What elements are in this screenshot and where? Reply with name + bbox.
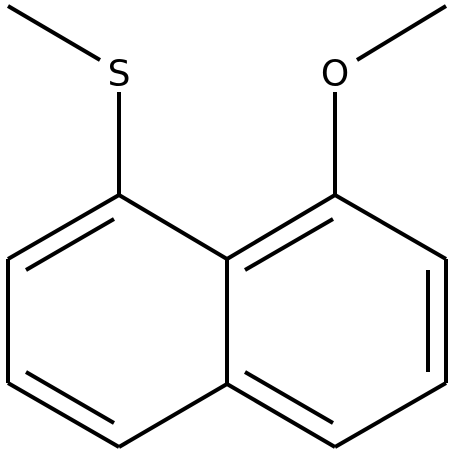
bond-c8a-c1-inner bbox=[243, 217, 335, 272]
oxygen-label: O bbox=[321, 54, 349, 95]
bond-c3-c4 bbox=[334, 381, 447, 449]
bond-c4-c4a-inner bbox=[243, 370, 335, 425]
bond-methyl-oxygen bbox=[355, 4, 448, 62]
bond-c8a-c1 bbox=[225, 193, 337, 261]
bond-c8-c7 bbox=[7, 193, 120, 261]
bond-c4-c4a bbox=[225, 382, 337, 449]
bond-c6-c5 bbox=[7, 381, 120, 449]
bond-c8a-c8 bbox=[117, 193, 229, 261]
bond-methyl-sulfur bbox=[6, 4, 102, 62]
bond-c8-c7-inner bbox=[24, 217, 116, 272]
bond-c6-c5-inner bbox=[24, 370, 116, 425]
bond-c1-c2 bbox=[334, 193, 447, 261]
atom-labels: S O bbox=[108, 54, 350, 95]
bonds bbox=[6, 4, 448, 449]
bond-c5-c4a bbox=[117, 382, 229, 449]
sulfur-label: S bbox=[108, 54, 131, 95]
